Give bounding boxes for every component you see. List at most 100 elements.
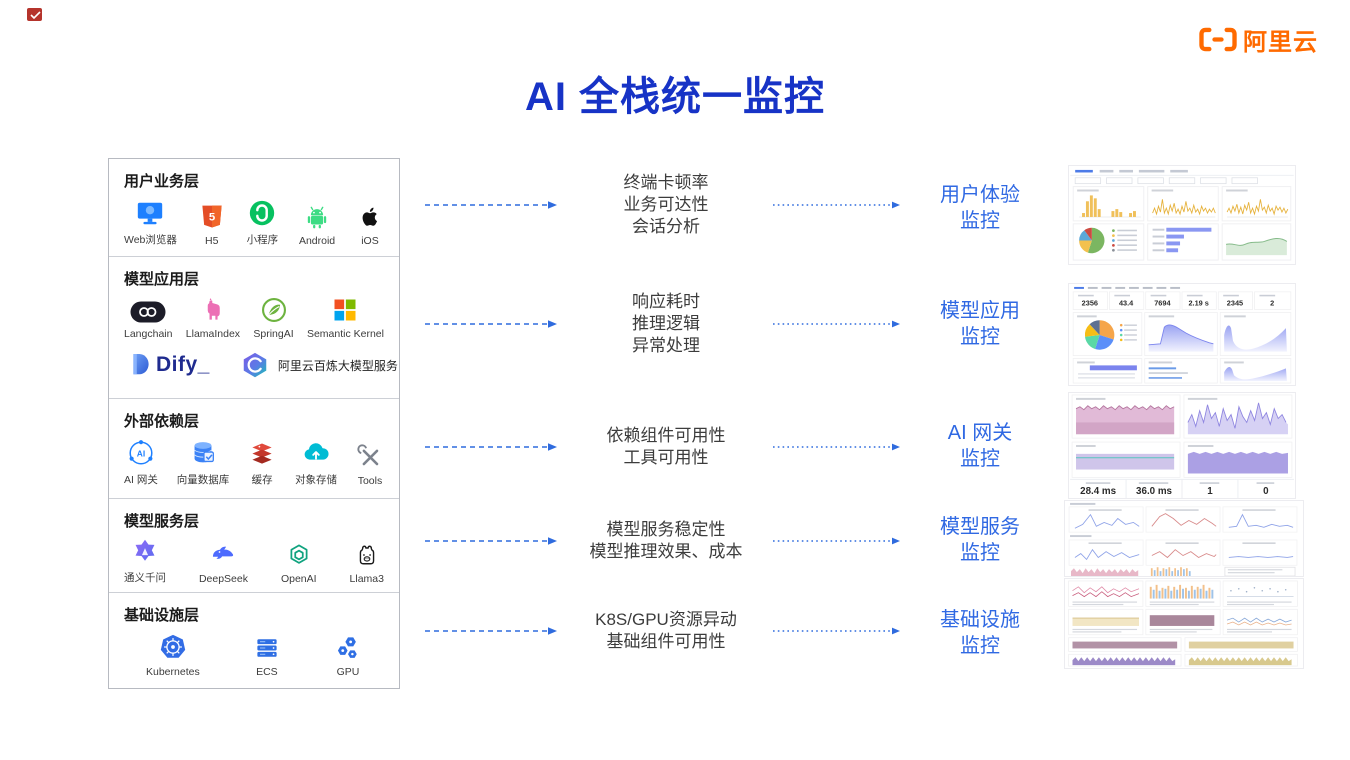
stat-value: 2356 — [1082, 299, 1098, 308]
bailian-cube-icon — [243, 352, 267, 378]
layer-infrastructure: 基础设施层 Kubernetes — [109, 592, 399, 688]
monitor-ai-gateway: AI 网关 监控 — [903, 420, 1057, 472]
item-gpu: GPU — [334, 634, 362, 678]
item-openai: OpenAI — [281, 541, 317, 585]
flow-arrow-4 — [425, 537, 557, 545]
stat-value: 2.19 s — [1188, 299, 1208, 308]
monitor-user-experience: 用户体验 监控 — [903, 182, 1057, 234]
bailian-label: 阿里云百炼大模型服务 — [277, 358, 398, 373]
item-label: DeepSeek — [198, 573, 248, 585]
gpu-icon — [337, 637, 357, 658]
layer-label: 用户业务层 — [124, 173, 200, 190]
stat-value: 7694 — [1154, 299, 1171, 308]
item-ecs: ECS — [253, 634, 281, 678]
gateway-stat-value: 1 — [1207, 486, 1213, 497]
item-llamaindex: LlamaIndex — [186, 296, 240, 340]
item-label: LlamaIndex — [185, 328, 241, 340]
openai-icon — [290, 544, 308, 564]
item-label: SpringAI — [253, 328, 294, 340]
flow-arrow-2 — [425, 320, 557, 328]
item-bailian: 阿里云百炼大模型服务 — [240, 350, 398, 380]
metrics-infrastructure: K8S/GPU资源异动 基础组件可用性 — [556, 609, 776, 653]
langchain-icon — [130, 301, 166, 323]
item-qwen: 通义千问 — [124, 538, 166, 585]
item-llama3: Llama3 — [350, 541, 384, 585]
dashboard-model-application: 2356 43.4 7694 2.19 s 2345 2 — [1068, 283, 1296, 386]
dashboard-model-service — [1064, 500, 1304, 577]
item-label: 通义千问 — [124, 572, 166, 584]
item-object-storage: 对象存储 — [295, 438, 337, 487]
item-label: Kubernetes — [146, 666, 200, 678]
page-title: AI 全栈统一监控 — [524, 75, 826, 119]
layer-label: 基础设施层 — [124, 607, 200, 624]
stat-value: 2 — [1270, 299, 1274, 308]
item-label: OpenAI — [280, 573, 317, 585]
item-deepseek: DeepSeek — [199, 541, 248, 585]
item-cache: 缓存 — [248, 440, 276, 487]
metric-line: 会话分析 — [632, 217, 700, 236]
monitor-line: 模型应用 — [940, 300, 1020, 322]
monitor-line: 用户体验 — [940, 184, 1020, 206]
metrics-model-application: 响应耗时 推理逻辑 异常处理 — [556, 291, 776, 357]
gateway-stat-value: 0 — [1263, 486, 1269, 497]
metrics-user-business: 终端卡顿率 业务可达性 会话分析 — [556, 172, 776, 238]
vector-database-icon — [194, 442, 214, 463]
web-browser-icon — [138, 202, 163, 225]
tech-stack-panel: 用户业务层 Web浏览器 5 H5 — [108, 158, 400, 689]
metric-line: 工具可用性 — [623, 448, 709, 467]
monitor-model-service: 模型服务 监控 — [903, 514, 1057, 566]
android-icon — [307, 206, 327, 229]
alibaba-cloud-logo: 阿里云 — [1198, 22, 1318, 57]
flow-arrow-1 — [425, 201, 557, 209]
item-ai-gateway: AI AI 网关 — [124, 438, 158, 487]
monitor-line: 监控 — [960, 448, 1000, 470]
ai-gateway-icon: AI — [129, 440, 153, 465]
layer-label: 模型服务层 — [124, 513, 200, 530]
dashboard-infrastructure — [1064, 578, 1304, 669]
metric-line: 依赖组件可用性 — [606, 426, 726, 445]
deck-logo — [27, 7, 45, 23]
item-label: Langchain — [124, 328, 173, 340]
layer-model-application: 模型应用层 Langchain LlamaIndex — [109, 256, 399, 398]
monitor-line: 监控 — [960, 635, 1000, 657]
item-label: Android — [298, 235, 336, 247]
tools-icon — [357, 444, 379, 466]
flow-dotted-3 — [773, 443, 900, 451]
flow-dotted-2 — [773, 320, 900, 328]
flow-dotted-4 — [773, 537, 900, 545]
item-label: Semantic Kernel — [306, 328, 384, 340]
metric-line: 推理逻辑 — [632, 314, 700, 333]
monitor-model-application: 模型应用 监控 — [903, 298, 1057, 350]
item-label: 向量数据库 — [176, 474, 230, 486]
monitor-line: 模型服务 — [940, 516, 1020, 538]
qwen-icon — [135, 539, 155, 561]
metric-line: K8S/GPU资源异动 — [595, 610, 737, 629]
item-vector-db: 向量数据库 — [176, 438, 230, 487]
flow-arrow-3 — [425, 443, 557, 451]
oss-cloud-icon — [304, 443, 329, 460]
dify-wordmark: Dify_ — [156, 353, 210, 376]
monitor-line: AI 网关 — [947, 422, 1013, 444]
item-langchain: Langchain — [124, 300, 172, 340]
monitor-line: 监控 — [960, 542, 1000, 564]
metric-line: 模型服务稳定性 — [606, 520, 726, 539]
monitor-line: 基础设施 — [940, 609, 1020, 631]
spring-icon — [261, 298, 286, 322]
item-label: 小程序 — [246, 234, 279, 246]
item-label: Web浏览器 — [124, 234, 177, 246]
redis-cache-icon — [252, 443, 272, 464]
brand-name: 阿里云 — [1243, 29, 1318, 56]
dify-icon — [133, 354, 149, 375]
item-h5: 5 H5 — [198, 203, 226, 247]
item-label: ECS — [256, 666, 278, 678]
item-label: AI 网关 — [124, 474, 158, 486]
stat-value: 43.4 — [1119, 299, 1134, 308]
item-label: Llama3 — [349, 573, 384, 585]
layer-model-service: 模型服务层 通义千问 DeepSeek — [109, 498, 399, 592]
item-android: Android — [299, 203, 335, 247]
deepseek-icon — [213, 546, 234, 559]
item-ios: iOS — [356, 203, 384, 247]
metric-line: 异常处理 — [632, 336, 700, 355]
metric-line: 基础组件可用性 — [606, 632, 726, 651]
